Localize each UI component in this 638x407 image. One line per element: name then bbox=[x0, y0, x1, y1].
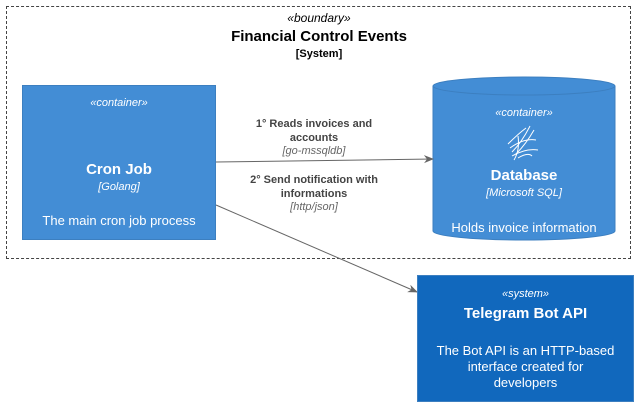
telegram-title: Telegram Bot API bbox=[463, 305, 588, 322]
database-technology: [Microsoft SQL] bbox=[486, 187, 562, 199]
cron-job-title: Cron Job bbox=[86, 161, 152, 178]
edge-technology: [http/json] bbox=[290, 201, 338, 213]
cron-job-description: The main cron job process bbox=[42, 213, 196, 228]
database-title: Database bbox=[490, 167, 558, 184]
edge-label-line: 2° Send notification with bbox=[250, 174, 378, 186]
database-node[interactable] bbox=[432, 76, 616, 241]
telegram-description-line: developers bbox=[493, 375, 558, 390]
cron-job-technology: [Golang] bbox=[98, 181, 140, 193]
sql-server-icon bbox=[507, 125, 539, 161]
telegram-description-line: interface created for bbox=[467, 359, 584, 374]
system-boundary bbox=[6, 6, 631, 259]
telegram-bot-api-node[interactable]: «system» Telegram Bot API The Bot API is… bbox=[417, 275, 634, 402]
database-description: Holds invoice information bbox=[451, 220, 597, 235]
edge-send-notification bbox=[215, 204, 418, 293]
edge-label-send-notification: 2° Send notification with informations [… bbox=[224, 173, 404, 213]
boundary-stereotype: «boundary» bbox=[287, 11, 351, 25]
edge-label-line: accounts bbox=[289, 132, 339, 144]
edge-label-reads-invoices: 1° Reads invoices and accounts [go-mssql… bbox=[224, 117, 404, 157]
telegram-description-line: The Bot API is an HTTP-based bbox=[436, 343, 615, 358]
telegram-stereotype: «system» bbox=[501, 288, 550, 300]
telegram-description: The Bot API is an HTTP-based interface c… bbox=[418, 343, 633, 391]
database-stereotype-text: «container» bbox=[495, 107, 553, 119]
cron-job-stereotype: «container» bbox=[90, 97, 148, 109]
cron-job-node[interactable]: «container» Cron Job [Golang] The main c… bbox=[22, 85, 216, 240]
edge-label-line: 1° Reads invoices and bbox=[255, 118, 373, 130]
edge-reads-invoices bbox=[215, 155, 434, 164]
database-stereotype: «container» bbox=[433, 103, 615, 121]
edge-technology: [go-mssqldb] bbox=[282, 145, 346, 157]
boundary-type: [System] bbox=[295, 48, 343, 60]
edge-label-line: informations bbox=[280, 188, 348, 200]
boundary-title: Financial Control Events bbox=[231, 28, 407, 45]
